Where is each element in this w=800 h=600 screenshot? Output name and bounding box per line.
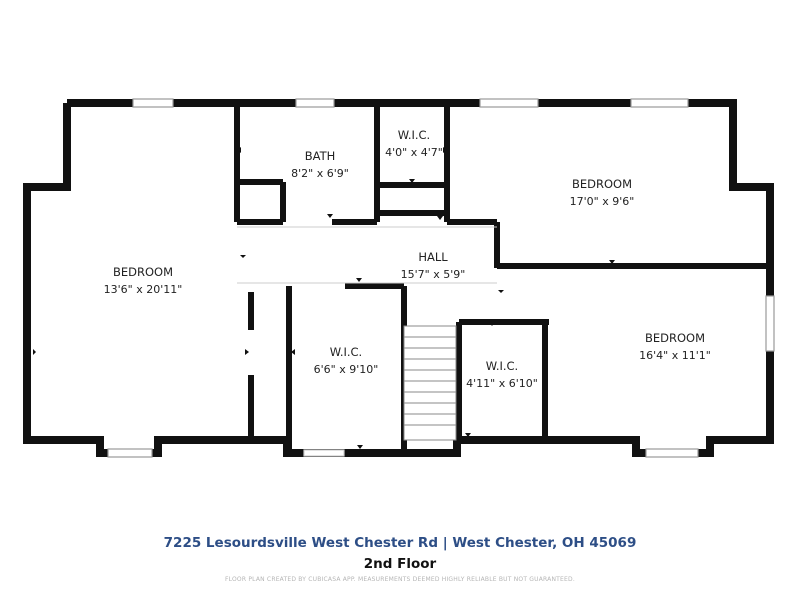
room-dimensions: 6'6" x 9'10"	[313, 363, 379, 376]
room-name: BEDROOM	[571, 177, 633, 191]
outer-wall	[23, 99, 774, 457]
room-dimensions: 4'0" x 4'7"	[385, 146, 443, 159]
room-dimensions: 16'4" x 11'1"	[639, 349, 711, 362]
doorway-opening	[303, 449, 345, 457]
window	[107, 448, 153, 458]
room-label-wic-top: W.I.C. 4'0" x 4'7"	[385, 127, 443, 161]
room-label-bedroom-bottom-right: BEDROOM 16'4" x 11'1"	[639, 330, 711, 364]
room-label-wic-center: W.I.C. 6'6" x 9'10"	[314, 344, 379, 378]
room-label-bath: BATH 8'2" x 6'9"	[291, 148, 349, 182]
room-label-hall: HALL 15'7" x 5'9"	[401, 249, 466, 283]
window	[479, 98, 539, 108]
room-dimensions: 8'2" x 6'9"	[291, 167, 349, 180]
room-dimensions: 17'0" x 9'6"	[569, 195, 635, 208]
window	[132, 98, 174, 108]
floor-plan	[23, 98, 775, 458]
room-name: W.I.C.	[397, 128, 431, 142]
room-label-wic-small: W.I.C. 4'11" x 6'10"	[466, 358, 538, 392]
room-dimensions: 4'11" x 6'10"	[466, 377, 538, 390]
door-markers	[33, 147, 733, 449]
window	[630, 98, 689, 108]
windows	[107, 98, 775, 458]
window	[645, 448, 699, 458]
room-name: W.I.C.	[329, 345, 363, 359]
room-name: HALL	[418, 250, 448, 264]
window	[295, 98, 335, 108]
room-name: BEDROOM	[644, 331, 706, 345]
window	[765, 295, 775, 352]
stairs	[403, 325, 457, 441]
exterior-walls	[23, 99, 774, 457]
room-dimensions: 13'6" x 20'11"	[103, 283, 183, 296]
room-name: BEDROOM	[112, 265, 174, 279]
room-name: W.I.C.	[485, 359, 519, 373]
disclaimer-text: FLOOR PLAN CREATED BY CUBICASA APP. MEAS…	[225, 576, 575, 583]
room-label-bedroom-top-right: BEDROOM 17'0" x 9'6"	[570, 176, 635, 210]
hall-outline	[237, 226, 497, 284]
property-address: 7225 Lesourdsville West Chester Rd | Wes…	[163, 535, 637, 551]
room-name: BATH	[304, 149, 336, 163]
floor-label: 2nd Floor	[363, 556, 437, 572]
room-dimensions: 15'7" x 5'9"	[400, 268, 466, 281]
room-label-bedroom-left: BEDROOM 13'6" x 20'11"	[104, 264, 183, 298]
